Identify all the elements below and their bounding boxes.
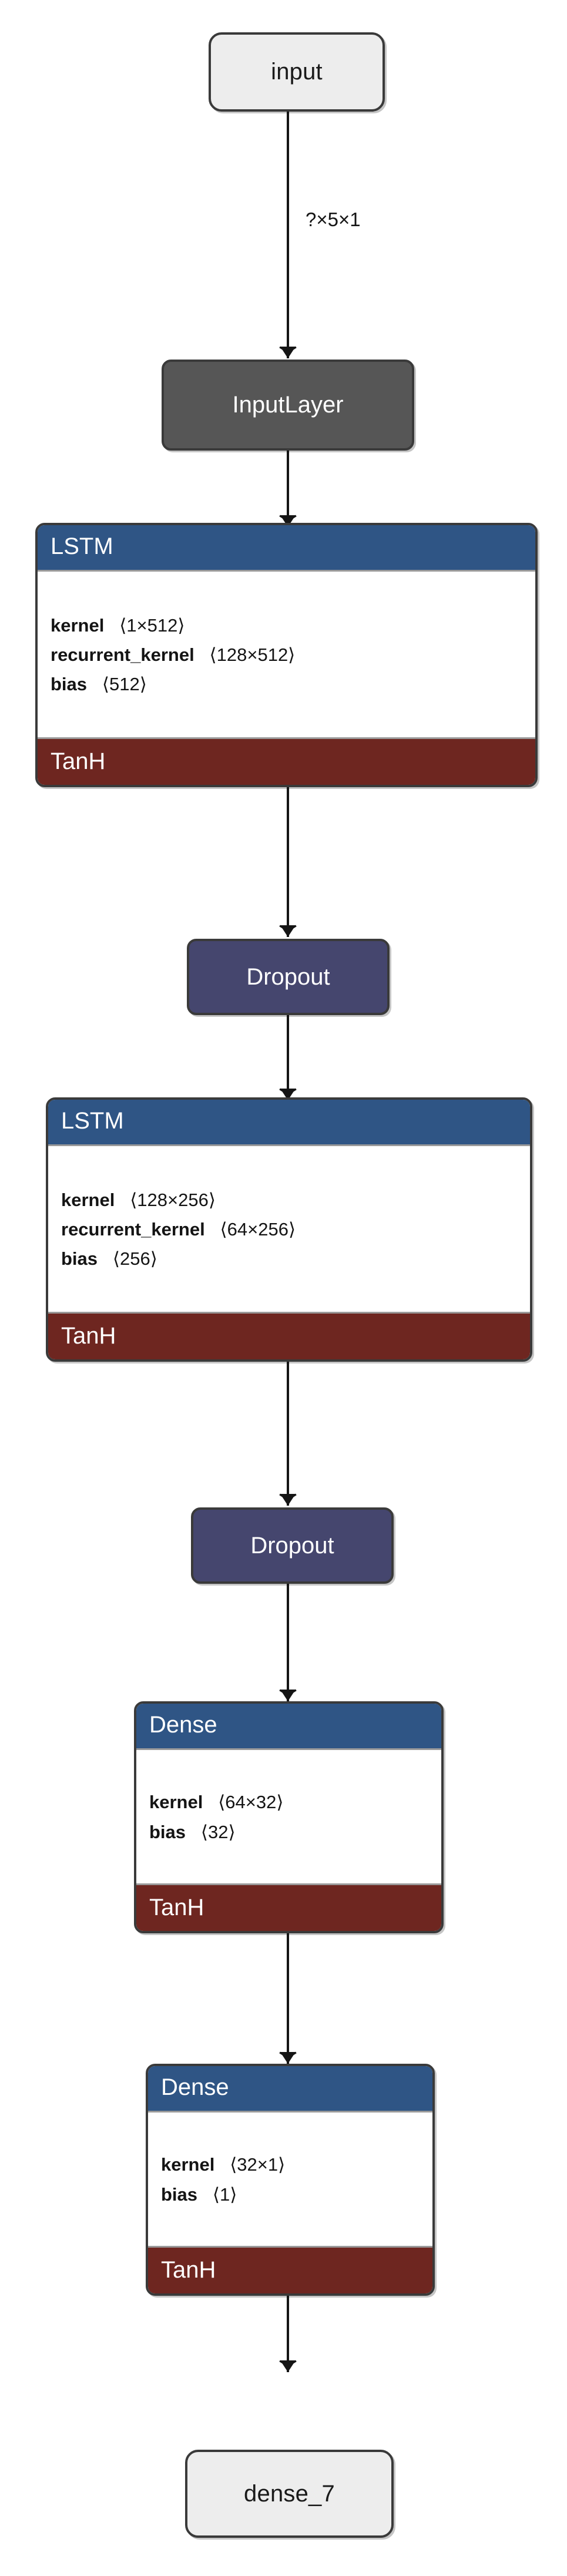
node-dropout-2-label: Dropout: [250, 1532, 334, 1559]
node-dense-1-params: kernel ⟨64×32⟩ bias ⟨32⟩: [136, 1748, 441, 1885]
edge-line: [287, 787, 289, 937]
node-input-label: input: [271, 59, 323, 85]
param-row: bias ⟨256⟩: [61, 1244, 517, 1274]
param-name: kernel: [61, 1189, 115, 1210]
node-lstm-1-title: LSTM: [38, 525, 535, 570]
node-lstm-2[interactable]: LSTM kernel ⟨128×256⟩ recurrent_kernel ⟨…: [46, 1097, 532, 1362]
param-name: kernel: [161, 2154, 215, 2175]
param-shape: ⟨1×512⟩: [109, 614, 185, 636]
arrow-head: [280, 925, 296, 937]
param-name: recurrent_kernel: [51, 644, 194, 665]
node-input-layer-label: InputLayer: [232, 392, 344, 418]
param-row: kernel ⟨32×1⟩: [161, 2150, 420, 2179]
node-dropout-1[interactable]: Dropout: [187, 939, 390, 1015]
edge-line: [287, 1584, 289, 1701]
param-name: bias: [61, 1248, 98, 1269]
edge-line: [287, 1933, 289, 2064]
node-lstm-2-activation: TanH: [48, 1314, 530, 1359]
param-name: kernel: [51, 614, 105, 636]
param-name: bias: [51, 674, 88, 695]
node-input-layer[interactable]: InputLayer: [162, 360, 414, 451]
node-dense-1-activation: TanH: [136, 1885, 441, 1931]
param-row: kernel ⟨128×256⟩: [61, 1185, 517, 1215]
param-name: bias: [161, 2184, 198, 2205]
node-dense-1-title: Dense: [136, 1704, 441, 1748]
param-row: recurrent_kernel ⟨128×512⟩: [51, 640, 522, 670]
edge-line: [287, 1015, 289, 1100]
param-shape: ⟨1⟩: [202, 2184, 237, 2205]
param-name: kernel: [149, 1792, 203, 1813]
param-name: recurrent_kernel: [61, 1218, 205, 1240]
param-row: bias ⟨512⟩: [51, 670, 522, 699]
arrow-head: [280, 2360, 296, 2372]
param-shape: ⟨32⟩: [190, 1821, 236, 1842]
node-dropout-2[interactable]: Dropout: [191, 1507, 394, 1584]
node-input[interactable]: input: [209, 32, 385, 112]
edge-line: [287, 1362, 289, 1506]
param-shape: ⟨32×1⟩: [219, 2154, 286, 2175]
edge-label-input-shape: ?×5×1: [306, 209, 361, 230]
node-dropout-1-label: Dropout: [246, 963, 330, 990]
param-row: kernel ⟨1×512⟩: [51, 611, 522, 640]
node-lstm-2-title: LSTM: [48, 1100, 530, 1144]
edge-line: [287, 451, 289, 527]
node-dense-1[interactable]: Dense kernel ⟨64×32⟩ bias ⟨32⟩ TanH: [134, 1701, 444, 1933]
param-shape: ⟨128×512⟩: [199, 644, 296, 665]
arrow-head: [280, 2052, 296, 2064]
node-lstm-2-params: kernel ⟨128×256⟩ recurrent_kernel ⟨64×25…: [48, 1144, 530, 1314]
param-shape: ⟨64×256⟩: [210, 1218, 296, 1240]
param-shape: ⟨512⟩: [92, 674, 147, 695]
param-name: bias: [149, 1821, 186, 1842]
param-row: kernel ⟨64×32⟩: [149, 1788, 428, 1817]
node-lstm-1[interactable]: LSTM kernel ⟨1×512⟩ recurrent_kernel ⟨12…: [35, 523, 538, 787]
node-output[interactable]: dense_7: [185, 2450, 394, 2538]
param-shape: ⟨128×256⟩: [119, 1189, 216, 1210]
arrow-head: [280, 1690, 296, 1701]
node-dense-2-activation: TanH: [148, 2248, 432, 2293]
param-shape: ⟨256⟩: [102, 1248, 157, 1269]
node-dense-2-title: Dense: [148, 2066, 432, 2111]
edge-line: [287, 2296, 289, 2372]
node-lstm-1-params: kernel ⟨1×512⟩ recurrent_kernel ⟨128×512…: [38, 570, 535, 739]
arrow-head: [280, 1494, 296, 1506]
node-lstm-1-activation: TanH: [38, 739, 535, 785]
param-row: bias ⟨32⟩: [149, 1818, 428, 1847]
node-dense-2-params: kernel ⟨32×1⟩ bias ⟨1⟩: [148, 2111, 432, 2248]
param-row: bias ⟨1⟩: [161, 2180, 420, 2209]
arrow-head: [280, 347, 296, 358]
param-row: recurrent_kernel ⟨64×256⟩: [61, 1215, 517, 1244]
edge-line: [287, 112, 289, 358]
param-shape: ⟨64×32⟩: [207, 1792, 284, 1813]
node-output-label: dense_7: [244, 2480, 335, 2507]
node-dense-2[interactable]: Dense kernel ⟨32×1⟩ bias ⟨1⟩ TanH: [146, 2064, 435, 2296]
